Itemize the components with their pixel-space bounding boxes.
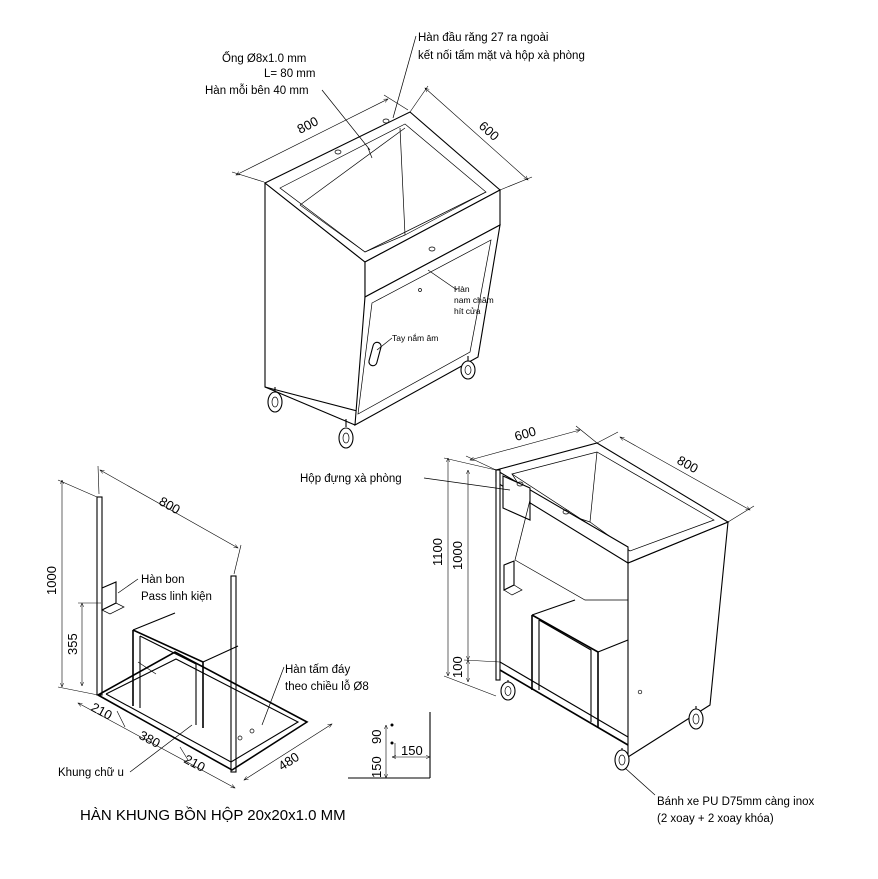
side-wheel-back-right bbox=[688, 706, 704, 730]
frame-title: HÀN KHUNG BỒN HỘP 20x20x1.0 MM bbox=[80, 806, 346, 824]
top-dim-600: 600 bbox=[476, 118, 502, 144]
frame-dim-355: 355 bbox=[65, 633, 80, 655]
wheel-back-right bbox=[460, 356, 476, 380]
note-wheel-line2: (2 xoay + 2 xoay khóa) bbox=[657, 813, 774, 825]
note-weld-thread-line2: kết nối tấm mặt và hộp xà phòng bbox=[418, 50, 585, 62]
note-channel: Khung chữ u bbox=[58, 767, 124, 779]
note-pipe-line1: Ống Ø8x1.0 mm bbox=[222, 51, 306, 65]
detail-dim-150v: 150 bbox=[369, 756, 384, 778]
frame-dim-800: 800 bbox=[157, 494, 183, 518]
side-dim-1100: 1100 bbox=[430, 538, 445, 566]
detail-plate-view: 90 150 150 bbox=[348, 712, 430, 778]
side-dim-100: 100 bbox=[450, 656, 465, 678]
wheel-front-right bbox=[338, 419, 354, 449]
side-dim-1000: 1000 bbox=[450, 541, 465, 570]
top-dim-800: 800 bbox=[295, 113, 321, 136]
side-dim-600: 600 bbox=[513, 423, 538, 443]
note-soapbox: Hộp đựng xà phòng bbox=[300, 473, 402, 485]
note-bracket-line2: Pass linh kiện bbox=[141, 591, 212, 603]
note-wheel-line1: Bánh xe PU D75mm càng inox bbox=[657, 796, 814, 808]
side-wheel-front-left bbox=[500, 680, 516, 701]
note-magnet-line3: hít cửa bbox=[454, 306, 481, 316]
note-pipe-line3: Hàn mỗi bên 40 mm bbox=[205, 84, 309, 97]
side-dim-800: 800 bbox=[675, 453, 701, 477]
side-wheel-front-right bbox=[614, 748, 630, 771]
frame-dim-380: 380 bbox=[137, 727, 163, 750]
wheel-front-left bbox=[267, 387, 283, 413]
note-pipe-line2: L= 80 mm bbox=[264, 68, 315, 80]
note-weld-thread-line1: Hàn đầu răng 27 ra ngoài bbox=[418, 32, 548, 44]
frame-view: 800 1000 355 210 380 210 480 bbox=[44, 465, 332, 788]
detail-dim-90: 90 bbox=[369, 730, 384, 744]
detail-dim-150h: 150 bbox=[401, 743, 423, 758]
frame-dim-480: 480 bbox=[275, 749, 301, 773]
top-cabinet-view: 800 600 bbox=[231, 35, 533, 449]
note-magnet-line1: Hàn bbox=[454, 284, 470, 294]
frame-dim-1000: 1000 bbox=[44, 566, 59, 595]
note-handle: Tay nắm âm bbox=[392, 333, 438, 343]
note-plate-line1: Hàn tấm đáy bbox=[285, 664, 350, 676]
side-cabinet-view: 600 800 1100 1000 100 bbox=[423, 423, 755, 796]
note-plate-line2: theo chiều lỗ Ø8 bbox=[285, 680, 369, 693]
note-bracket-line1: Hàn bon bbox=[141, 574, 184, 586]
note-magnet-line2: nam châm bbox=[454, 295, 494, 305]
